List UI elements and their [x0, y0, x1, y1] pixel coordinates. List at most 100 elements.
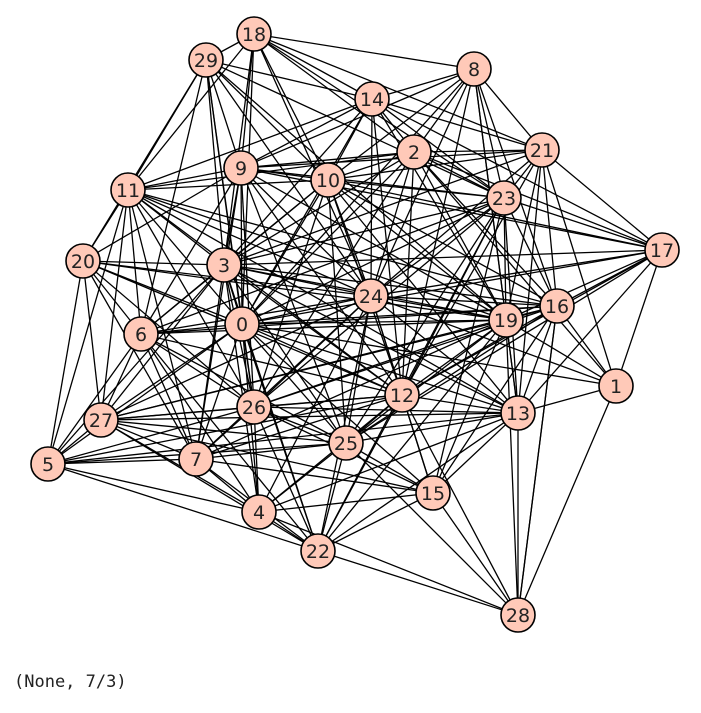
node-circle [539, 288, 575, 324]
edge-29-14 [205, 59, 373, 100]
edge-23-25 [345, 197, 505, 444]
edge-27-13 [100, 412, 519, 421]
edge-28-16 [517, 305, 558, 616]
edge-20-27 [82, 260, 102, 421]
node-label: 1 [610, 376, 622, 398]
node-9: 9 [223, 150, 259, 186]
node-label: 26 [242, 397, 266, 419]
edge-0-12 [241, 323, 403, 396]
node-29: 29 [188, 42, 224, 78]
node-label: 17 [650, 240, 674, 262]
edge-18-14 [253, 33, 373, 100]
edge-21-19 [505, 149, 543, 321]
node-circle [241, 494, 277, 530]
edge-6-26 [140, 333, 255, 408]
node-4: 4 [241, 494, 277, 530]
node-10: 10 [310, 162, 346, 198]
node-label: 2 [408, 142, 420, 164]
edge-17-1 [615, 249, 663, 387]
node-label: 11 [116, 180, 140, 202]
node-5: 5 [30, 446, 66, 482]
edge-10-23 [327, 179, 505, 199]
edge-6-22 [140, 333, 319, 552]
graph-canvas: 0123456789101112131415161718192021222324… [30, 16, 680, 633]
node-label: 27 [89, 410, 113, 432]
node-label: 13 [506, 403, 530, 425]
node-label: 15 [421, 483, 445, 505]
node-1: 1 [598, 368, 634, 404]
node-circle [236, 16, 272, 52]
edge-24-19 [370, 295, 507, 321]
edge-19-28 [505, 319, 519, 616]
edge-0-19 [241, 319, 507, 325]
node-circle [223, 150, 259, 186]
node-circle [123, 316, 159, 352]
edge-22-28 [317, 550, 519, 616]
edge-3-16 [223, 264, 558, 307]
node-label: 22 [306, 541, 330, 563]
edge-22-13 [317, 412, 519, 552]
edge-14-17 [371, 98, 663, 251]
node-circle [354, 81, 390, 117]
node-circle [178, 441, 214, 477]
node-circle [456, 51, 492, 87]
edge-22-15 [317, 492, 434, 552]
edge-29-24 [205, 59, 372, 297]
node-circle [384, 377, 420, 413]
node-0: 0 [224, 306, 260, 342]
edge-19-22 [317, 319, 507, 552]
node-12: 12 [384, 377, 420, 413]
edge-27-15 [100, 419, 434, 494]
edge-21-17 [541, 149, 663, 251]
node-circle [65, 243, 101, 279]
node-label: 5 [42, 454, 54, 476]
node-circle [488, 302, 524, 338]
edge-27-25 [100, 419, 347, 444]
edge-10-26 [253, 179, 329, 408]
cell-output-text: (None, 7/3) [14, 672, 127, 692]
edge-14-23 [371, 98, 505, 199]
edge-12-28 [401, 394, 519, 616]
node-6: 6 [123, 316, 159, 352]
edge-5-22 [47, 463, 319, 552]
edge-21-24 [370, 149, 543, 297]
node-label: 29 [194, 50, 218, 72]
edge-17-10 [327, 179, 663, 251]
edge-2-24 [370, 151, 415, 297]
edge-18-2 [253, 33, 415, 153]
edge-11-26 [127, 189, 255, 408]
node-label: 0 [236, 314, 248, 336]
edge-16-13 [517, 305, 558, 414]
node-27: 27 [83, 402, 119, 438]
node-17: 17 [644, 232, 680, 268]
edge-7-15 [195, 458, 434, 494]
edge-3-5 [47, 264, 225, 465]
node-circle [110, 172, 146, 208]
node-7: 7 [178, 441, 214, 477]
edge-24-25 [345, 295, 372, 444]
node-3: 3 [206, 247, 242, 283]
edge-9-25 [240, 167, 347, 444]
node-18: 18 [236, 16, 272, 52]
edge-29-6 [140, 59, 207, 335]
node-label: 16 [545, 296, 569, 318]
node-8: 8 [456, 51, 492, 87]
edge-16-27 [100, 305, 558, 421]
node-label: 3 [218, 255, 230, 277]
edge-4-25 [258, 442, 347, 513]
node-23: 23 [486, 180, 522, 216]
edge-16-12 [401, 305, 558, 396]
node-circle [353, 278, 389, 314]
edge-15-13 [432, 412, 519, 494]
edge-14-9 [240, 98, 373, 169]
edge-25-28 [345, 442, 519, 616]
node-label: 21 [530, 140, 554, 162]
node-circle [300, 533, 336, 569]
edge-10-13 [327, 179, 519, 414]
node-19: 19 [488, 302, 524, 338]
edge-17-0 [241, 249, 663, 325]
edge-11-13 [127, 189, 519, 414]
edge-21-1 [541, 149, 617, 387]
edge-7-25 [195, 442, 347, 460]
edge-10-0 [241, 179, 329, 325]
